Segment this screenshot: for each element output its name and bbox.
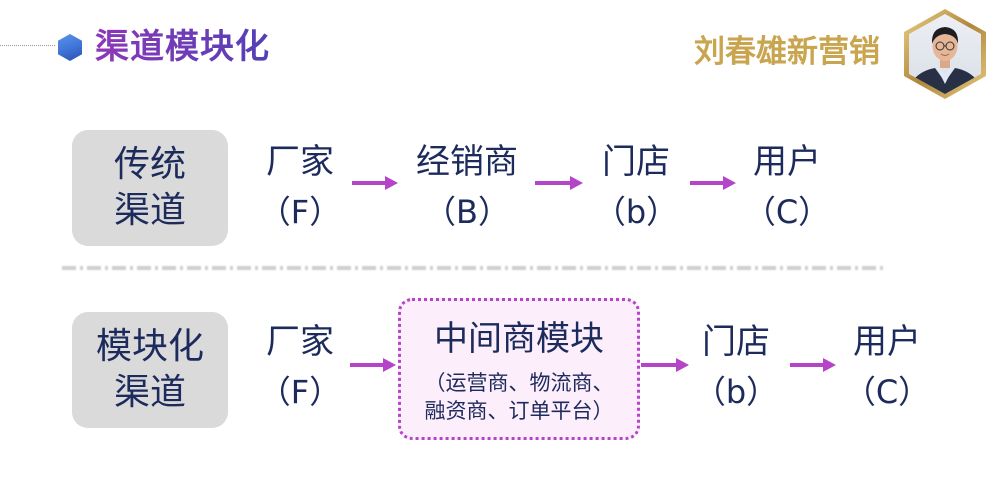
node-code-label: （b） [593,193,679,231]
arrow-right-icon [350,358,396,372]
node-manufacturer: 厂家 （F） [250,320,350,414]
brand-name: 刘春雄新营销 [694,34,880,70]
arrow-right-icon [690,176,736,190]
node-user: 用户 （C） [737,140,837,234]
modular-channel-label-box: 模块化 渠道 [72,312,228,428]
node-store: 门店 （b） [586,140,686,234]
page-title: 渠道模块化 [95,23,270,71]
author-portrait [904,9,986,99]
node-name-label: 门店 [702,322,770,362]
node-code-label: （C） [743,193,831,231]
category-label-line: 渠道 [113,190,186,231]
node-name-label: 门店 [602,142,670,182]
arrow-right-icon [790,358,836,372]
arrow-right-icon [352,176,398,190]
node-store: 门店 （b） [686,320,786,414]
node-name-label: 厂家 [266,322,334,362]
node-distributor: 经销商 （B） [402,140,532,234]
intermediary-module-box: 中间商模块 （运营商、物流商、 融资商、订单平台） [398,298,640,440]
category-label-line: 模块化 [95,326,204,367]
node-name-label: 用户 [853,322,921,362]
node-code-label: （B） [424,193,510,231]
node-name-label: 厂家 [266,142,334,182]
module-detail-line: （运营商、物流商、 [424,371,614,395]
node-code-label: （F） [258,193,342,231]
node-name-label: 经销商 [416,142,518,182]
node-user: 用户 （C） [837,320,937,414]
section-divider [62,266,884,270]
arrow-right-icon [641,358,689,372]
traditional-channel-label-box: 传统 渠道 [72,130,228,246]
category-label-line: 渠道 [113,372,186,413]
node-code-label: （F） [258,373,342,411]
arrow-right-icon [535,176,583,190]
module-title: 中间商模块 [434,319,604,359]
hexagon-bullet-icon [58,34,82,61]
node-manufacturer: 厂家 （F） [250,140,350,234]
node-code-label: （b） [693,373,779,411]
header-dotted-line [0,45,55,46]
node-name-label: 用户 [753,142,821,182]
module-detail-line: 融资商、订单平台） [424,399,614,423]
category-label-line: 传统 [113,144,186,185]
node-code-label: （C） [843,373,931,411]
